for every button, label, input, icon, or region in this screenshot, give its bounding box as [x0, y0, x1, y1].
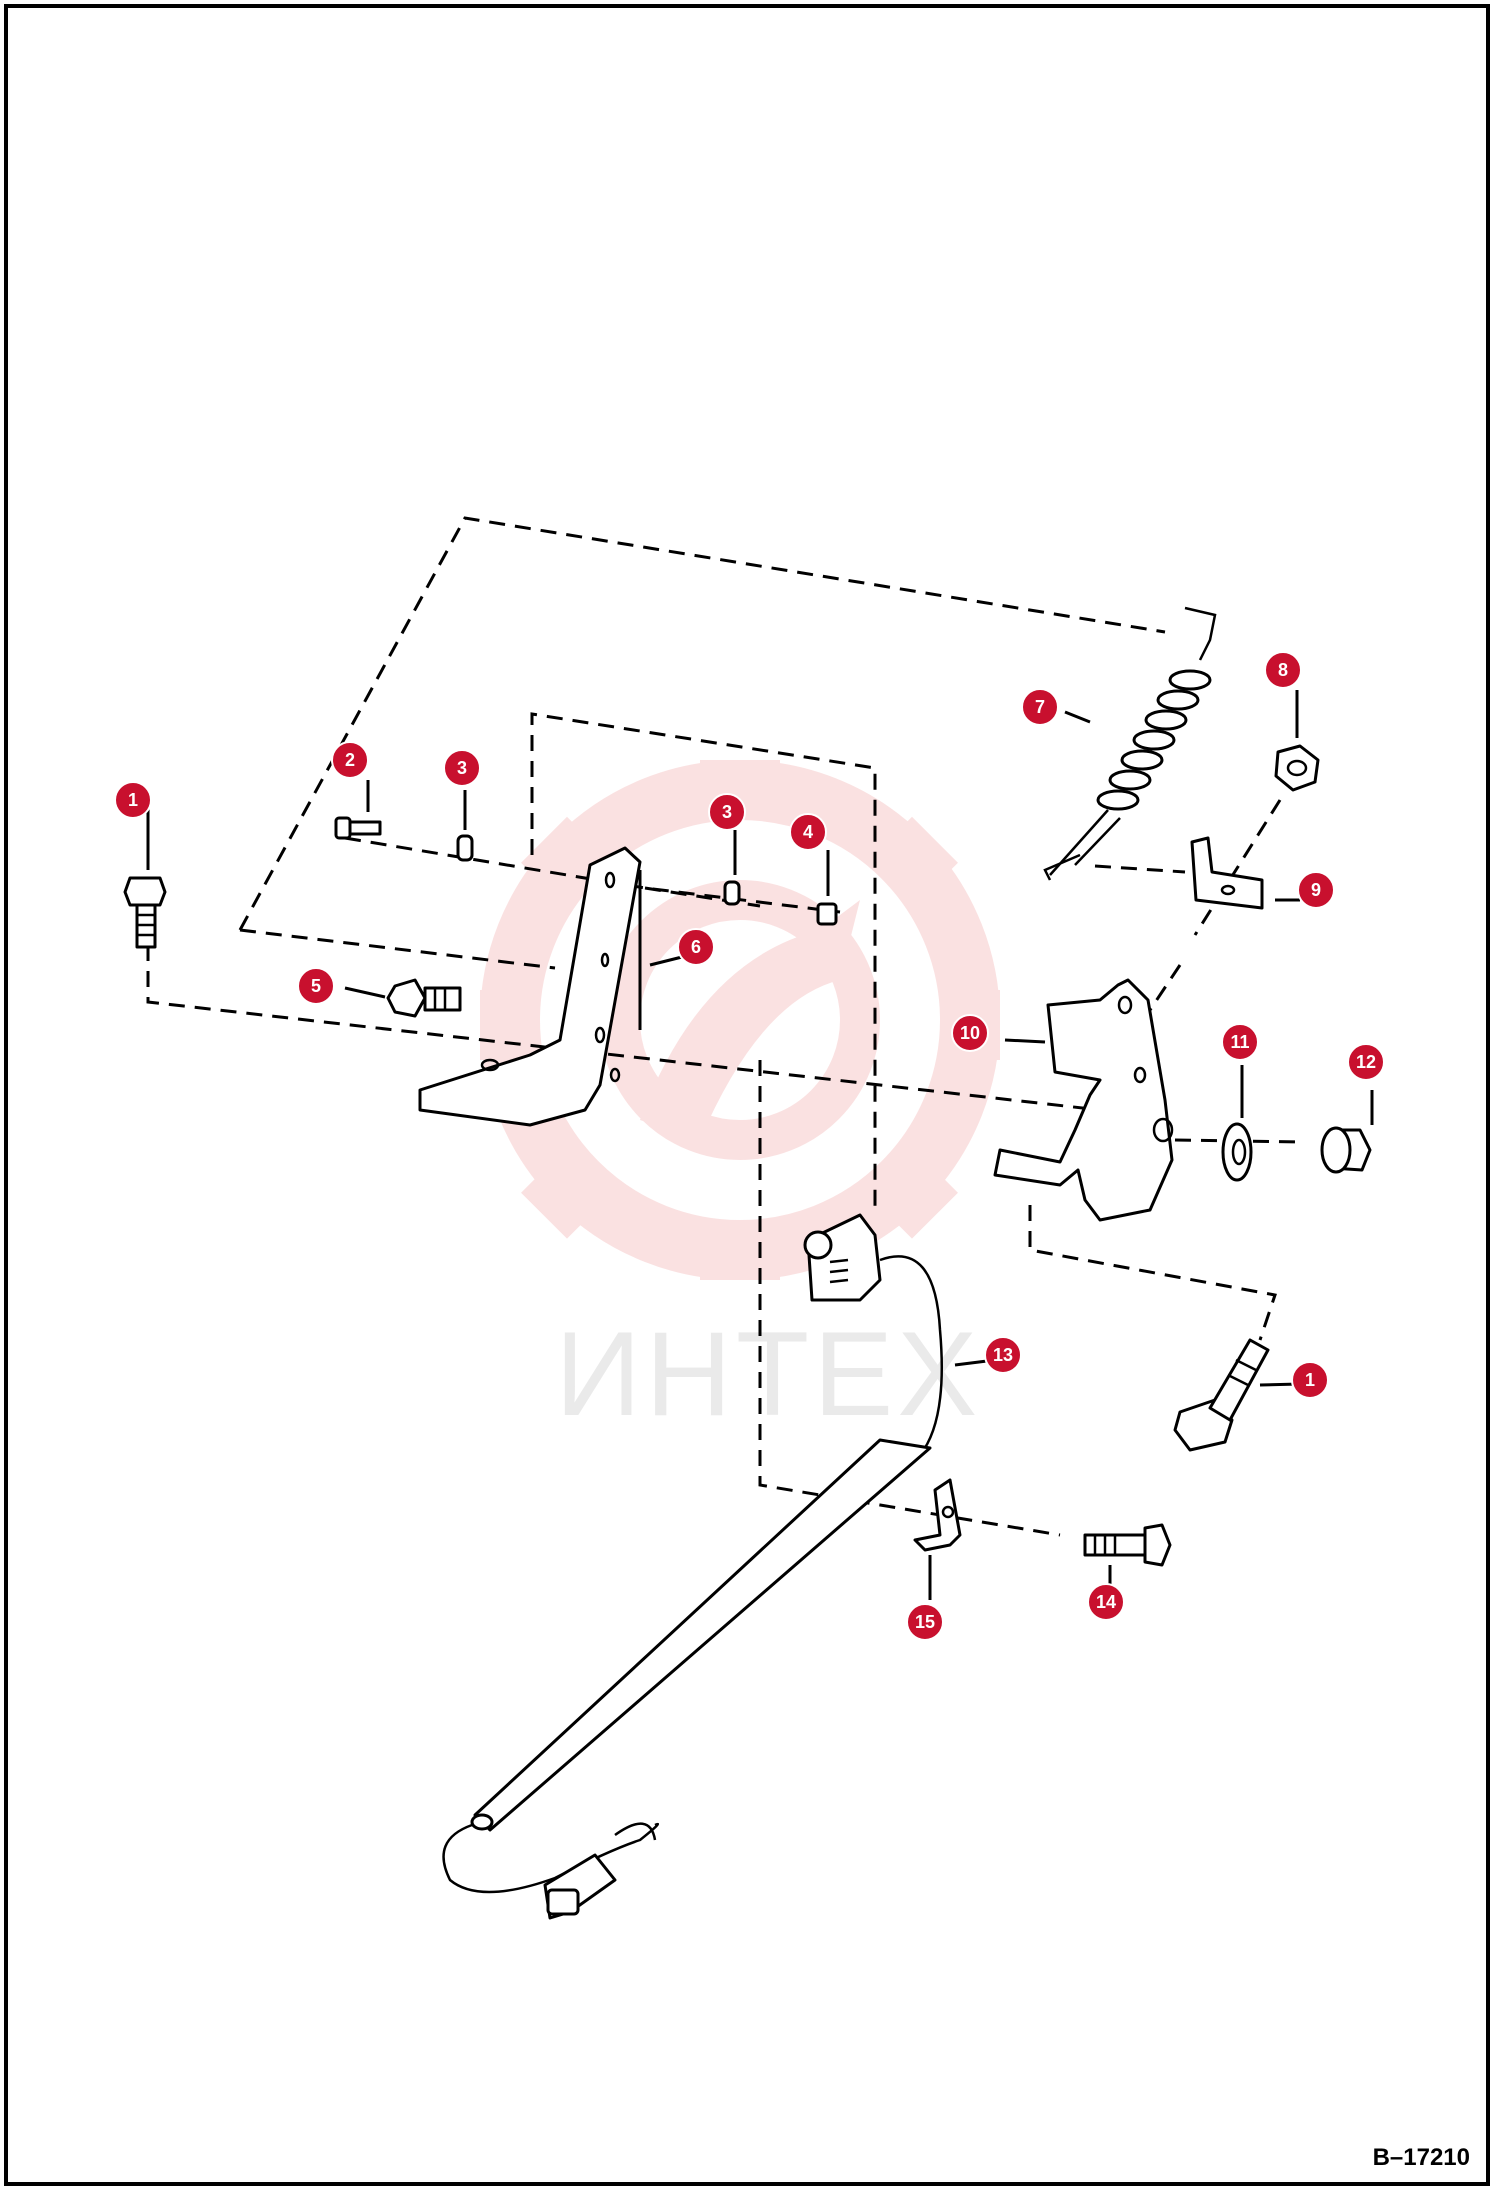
callout-12[interactable]: 12: [1347, 1043, 1385, 1081]
part-13-switch-harness: [442, 1213, 943, 1920]
svg-text:6: 6: [691, 937, 701, 957]
svg-text:2: 2: [345, 750, 355, 770]
watermark: ИНТЕХ: [480, 760, 1000, 1441]
svg-text:14: 14: [1096, 1592, 1116, 1612]
callout-10[interactable]: 10: [951, 1014, 989, 1052]
svg-text:12: 12: [1356, 1052, 1376, 1072]
part-3-lockwasher-b: [723, 880, 741, 906]
svg-text:7: 7: [1035, 697, 1045, 717]
callout-1b[interactable]: 1: [1291, 1361, 1329, 1399]
callout-2[interactable]: 2: [331, 741, 369, 779]
callout-14[interactable]: 14: [1087, 1583, 1125, 1621]
part-1-bolt-upper: [123, 876, 167, 949]
svg-text:15: 15: [915, 1612, 935, 1632]
part-4-nut: [816, 902, 838, 926]
svg-text:1: 1: [128, 790, 138, 810]
svg-text:1: 1: [1305, 1370, 1315, 1390]
svg-text:9: 9: [1311, 880, 1321, 900]
part-1-bolt-lower: [1173, 1338, 1270, 1452]
callout-11[interactable]: 11: [1221, 1023, 1259, 1061]
svg-text:13: 13: [993, 1345, 1013, 1365]
callouts: 1 2 3 3 4 5 6 7 8 9 10 11 12 13 1 14 15: [114, 651, 1385, 1641]
callout-5[interactable]: 5: [297, 967, 335, 1005]
callout-15[interactable]: 15: [906, 1603, 944, 1641]
part-15-clamp: [913, 1478, 962, 1552]
callout-3a[interactable]: 3: [443, 749, 481, 787]
svg-text:3: 3: [457, 758, 467, 778]
watermark-text: ИНТЕХ: [555, 1307, 981, 1441]
assembly-dashed-lines: [146, 516, 1301, 1537]
part-8-nut: [1274, 744, 1320, 792]
callout-3b[interactable]: 3: [708, 793, 746, 831]
part-14-bolt: [1083, 1523, 1172, 1567]
figure-reference: B–17210: [1372, 2144, 1470, 2171]
callout-6[interactable]: 6: [677, 928, 715, 966]
svg-text:5: 5: [311, 976, 321, 996]
callout-13[interactable]: 13: [984, 1336, 1022, 1374]
part-2-screw: [334, 816, 382, 840]
diagram-frame: [4, 4, 1490, 2186]
part-10-pedal-arm: [993, 978, 1174, 1222]
part-11-washer: [1221, 1122, 1253, 1182]
part-5-bolt: [386, 978, 462, 1018]
svg-text:8: 8: [1278, 660, 1288, 680]
svg-text:4: 4: [803, 822, 813, 842]
part-3-lockwasher-a: [456, 834, 474, 862]
part-9-clip: [1190, 836, 1264, 910]
svg-text:10: 10: [960, 1023, 980, 1043]
svg-text:11: 11: [1230, 1032, 1249, 1052]
watermark-gear-icon: [480, 760, 1000, 1280]
callout-9[interactable]: 9: [1297, 871, 1335, 909]
svg-text:3: 3: [722, 802, 732, 822]
part-6-bracket: [418, 846, 642, 1127]
callout-8[interactable]: 8: [1264, 651, 1302, 689]
part-12-bushing: [1320, 1126, 1372, 1174]
callout-1a[interactable]: 1: [114, 781, 152, 819]
part-7-spring: [1043, 606, 1217, 881]
callout-4[interactable]: 4: [789, 813, 827, 851]
callout-7[interactable]: 7: [1021, 688, 1059, 726]
